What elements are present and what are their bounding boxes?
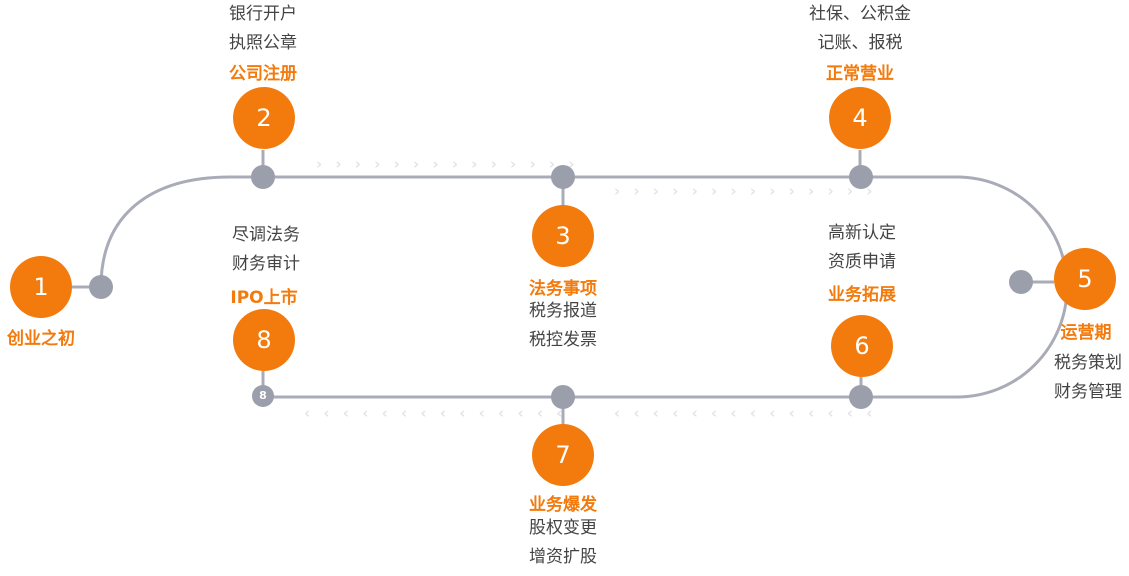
stage-7-line-2: 增资扩股 [529,547,597,567]
stage-3-line-2: 税控发票 [529,330,597,350]
track-top [99,175,1069,399]
stage-7-title: 业务爆发 [529,495,597,515]
stage-8-title: IPO上市 [230,288,298,308]
stage-2-line-2: 执照公章 [229,33,297,53]
stage-4-details: 社保、公积金 记账、报税 [809,0,911,58]
stage-5-title: 运营期 [1060,323,1112,343]
junction-dot-4 [849,165,873,189]
stage-3-title: 法务事项 [529,279,597,299]
stage-3-line-1: 税务报道 [529,301,597,321]
stage-2-line-1: 银行开户 [229,4,297,24]
stage-7-details: 股权变更 增资扩股 [529,514,597,572]
step-circle-3: 3 [532,205,594,267]
junction-dot-2 [251,165,275,189]
step-circle-7: 7 [532,424,594,486]
stage-4-line-2: 记账、报税 [817,33,903,53]
stage-8-line-2: 财务审计 [232,254,300,274]
backward-arrows-1: ‹ ‹ ‹ ‹ ‹ ‹ ‹ ‹ ‹ ‹ ‹ ‹ ‹ ‹ [304,404,567,422]
junction-dot-6 [849,385,873,409]
stage-7-line-1: 股权变更 [529,518,597,538]
stage-6-title: 业务拓展 [828,285,896,305]
stage-8-details: 尽调法务 财务审计 [232,221,300,279]
stage-4-title: 正常营业 [826,64,894,84]
step-circle-6: 6 [831,315,893,377]
stage-2-title: 公司注册 [229,64,297,84]
stage-4-line-1: 社保、公积金 [809,4,911,24]
step-circle-5: 5 [1054,248,1116,310]
junction-dot-7 [551,385,575,409]
stage-6-line-2: 资质申请 [828,252,896,272]
step-circle-2: 2 [233,87,295,149]
forward-arrows-2: › › › › › › › › › › › › › › [614,182,877,200]
step-circle-8: 8 [233,309,295,371]
stage-3-details: 税务报道 税控发票 [529,297,597,355]
junction-dot-3 [551,165,575,189]
junction-dot-5 [1009,270,1033,294]
stage-5-line-2: 财务管理 [1054,382,1122,402]
stage-8-line-1: 尽调法务 [232,225,300,245]
stage-5-line-1: 税务策划 [1054,353,1122,373]
backward-arrows-2: ‹ ‹ ‹ ‹ ‹ ‹ ‹ ‹ ‹ ‹ ‹ ‹ ‹ ‹ [614,404,877,422]
junction-dot-1 [89,275,113,299]
stage-6-details: 高新认定 资质申请 [828,219,896,277]
stage-6-line-1: 高新认定 [828,223,896,243]
stage-5-details: 税务策划 财务管理 [1054,349,1122,407]
stage-1-title: 创业之初 [7,329,75,349]
step-circle-4: 4 [829,87,891,149]
stage-2-details: 银行开户 执照公章 [229,0,297,58]
junction-dot-8: 8 [252,385,274,407]
step-circle-1: 1 [10,256,72,318]
forward-arrows-1: › › › › › › › › › › › › › › [316,155,579,173]
